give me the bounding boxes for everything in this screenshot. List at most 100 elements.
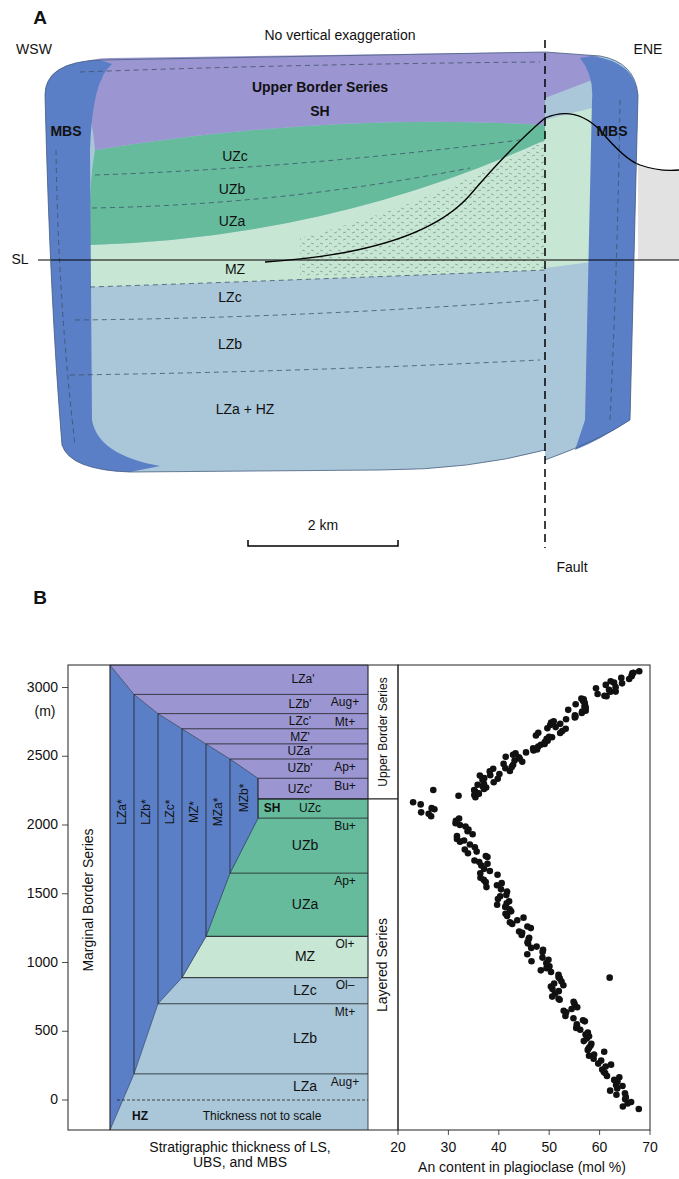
data-point (506, 898, 513, 905)
axis-title: Stratigraphic thickness of LS, UBS, and … (135, 1140, 345, 1171)
y-tick (62, 962, 68, 963)
data-point (462, 823, 469, 830)
data-point (565, 707, 572, 714)
data-point (622, 1090, 629, 1097)
zone-name: LZc (293, 983, 316, 998)
mineral-marker: Ap+ (334, 875, 356, 887)
zone-name: MZ' (290, 731, 310, 743)
panel-letter: A (33, 8, 47, 29)
data-point (572, 701, 579, 708)
data-point (540, 946, 547, 953)
mineral-marker: Mt+ (335, 1006, 355, 1018)
data-point (520, 914, 527, 921)
data-point (528, 958, 535, 965)
unit-name: MBS (596, 124, 627, 139)
data-point (551, 980, 558, 987)
data-point (430, 787, 437, 794)
zone-name: UZc (299, 802, 321, 814)
data-point (484, 861, 491, 868)
zone-boundary (230, 759, 368, 760)
mbs-east (575, 56, 638, 450)
data-point (417, 801, 424, 808)
frame-line (368, 665, 369, 1130)
note: Thickness not to scale (203, 1110, 322, 1122)
data-points (410, 668, 643, 1112)
data-point (588, 1040, 595, 1047)
column-name: MZ* (188, 801, 200, 823)
zone-name: LZa + HZ (216, 402, 275, 417)
column-name: MZb* (238, 784, 250, 813)
axis-tick: 3000 (27, 680, 58, 695)
axis-tick: 70 (642, 1140, 658, 1155)
zone-name: MZ (295, 949, 315, 964)
data-point (494, 901, 501, 908)
column-divider (182, 729, 183, 978)
axis-tick: 60 (592, 1140, 608, 1155)
x-tick (599, 1130, 600, 1135)
terrain (638, 165, 679, 260)
data-point (418, 809, 425, 816)
data-point (601, 1049, 608, 1056)
zone-boundary (158, 713, 368, 714)
data-point (467, 841, 474, 848)
panel-a (38, 40, 679, 548)
data-point (507, 919, 514, 926)
column-name: LZb* (140, 799, 152, 824)
data-point (557, 721, 564, 728)
data-point (512, 750, 519, 757)
unit-name: MBS (50, 124, 81, 139)
data-point (601, 693, 608, 700)
data-point (487, 868, 494, 875)
topography (265, 114, 679, 262)
level-name: SL (11, 252, 28, 267)
data-point (563, 716, 570, 723)
zone-name: UZa (292, 897, 318, 912)
mineral-marker: Aug+ (331, 696, 359, 708)
sea-level (38, 260, 679, 261)
data-point (477, 772, 484, 779)
data-point (636, 668, 643, 675)
layer-line (95, 140, 520, 175)
data-point (546, 734, 553, 741)
data-point (635, 1106, 642, 1113)
plot-frame (398, 665, 650, 1130)
upper-border-band (110, 665, 368, 799)
column-frame (68, 665, 398, 1130)
data-point (555, 972, 562, 979)
zone-name: LZc (218, 290, 241, 305)
zone-name: UZc (222, 149, 248, 164)
data-point (498, 880, 505, 887)
data-point (456, 815, 463, 822)
axis-tick: 30 (441, 1140, 457, 1155)
data-point (476, 790, 483, 797)
scale-bar (248, 540, 398, 546)
data-point (454, 833, 461, 840)
fault-line (544, 40, 546, 548)
zone-boundary (230, 873, 368, 874)
mineral-marker: Ap+ (334, 761, 356, 773)
data-point (502, 754, 509, 761)
axis-tick: 1000 (27, 955, 58, 970)
series-name: Upper Border Series (377, 677, 389, 786)
east-block (545, 52, 638, 460)
axis-tick: 50 (541, 1140, 557, 1155)
data-point (560, 1007, 567, 1014)
zone-boundary (134, 694, 368, 695)
scale-label: 2 km (308, 518, 338, 533)
y-tick (62, 893, 68, 894)
data-point (523, 749, 530, 756)
data-point (483, 853, 490, 860)
data-point (471, 857, 478, 864)
data-point (628, 1099, 635, 1106)
data-point (562, 725, 569, 732)
axis-tick: 1500 (27, 886, 58, 901)
direction: WSW (16, 42, 52, 57)
middle-zone-band (182, 936, 368, 977)
data-point (526, 934, 533, 941)
data-point (618, 675, 625, 682)
data-point (578, 695, 585, 702)
zone-name: UZa (219, 214, 245, 229)
x-tick (498, 1130, 499, 1135)
